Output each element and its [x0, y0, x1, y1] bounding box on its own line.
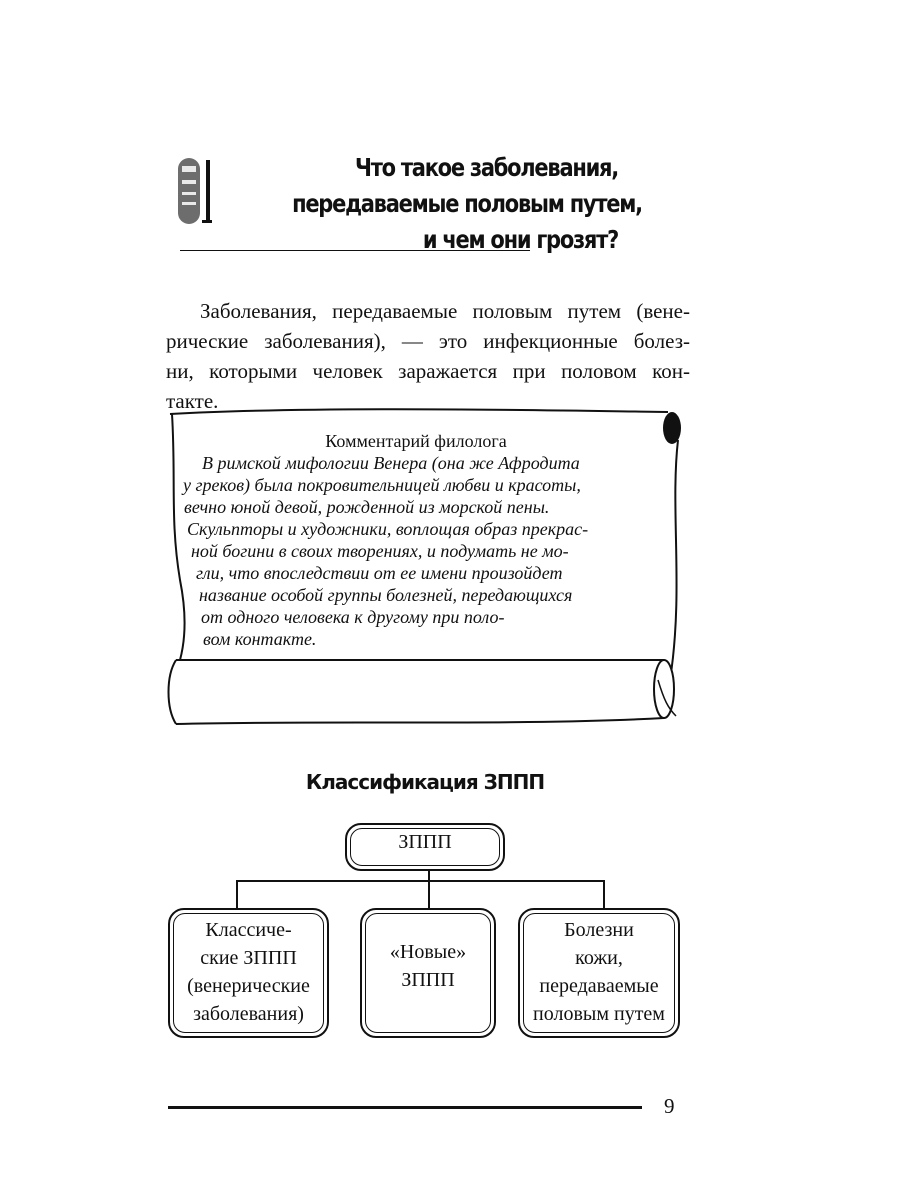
comment-line: название особой группы болезней, передаю…: [199, 585, 573, 605]
chapter-title-line: и чем они грозят?: [422, 225, 619, 254]
root-node-box: ЗППП: [345, 823, 505, 871]
connector-middle: [428, 870, 430, 910]
child-node-box: Классиче- ские ЗППП (венерические заболе…: [168, 908, 329, 1038]
child-node-label-line: (венерические: [187, 975, 310, 997]
intro-line: Заболевания, передаваемые половым путем …: [200, 299, 690, 323]
intro-line: такте.: [166, 389, 219, 413]
child-node-label-line: половым путем: [533, 1003, 665, 1025]
intro-line: ни, которыми человек заражается при поло…: [166, 359, 690, 383]
intro-line: рические заболевания), — это инфекционны…: [166, 329, 690, 353]
child-node-label-line: Классиче-: [205, 919, 292, 941]
child-node-box: «Новые» ЗППП: [360, 908, 496, 1038]
child-node-label-line: «Новые»: [389, 941, 467, 963]
chapter-title-line: передаваемые половым путем,: [292, 189, 643, 218]
diagram-title: Классификация ЗППП: [305, 770, 545, 794]
comment-line: Скульпторы и художники, воплощая образ п…: [187, 519, 589, 539]
child-node-label-line: ские ЗППП: [200, 947, 297, 969]
comment-line: В римской мифологии Венера (она же Афрод…: [202, 453, 580, 473]
chapter-title: Что такое заболевания, передаваемые поло…: [292, 150, 643, 258]
comment-line: у греков) была покровительницей любви и …: [183, 475, 581, 495]
comment-title: Комментарий филолога: [325, 431, 507, 451]
comment-line: ной богини в своих творениях, и подумать…: [191, 541, 569, 561]
child-node-label-line: ЗППП: [401, 969, 455, 991]
page-number: 9: [664, 1094, 675, 1118]
connector-horizontal: [236, 880, 604, 882]
chapter-title-line: Что такое заболевания,: [355, 153, 619, 182]
child-node-label-line: передаваемые: [539, 975, 659, 997]
comment-line: от одного человека к другому при поло-: [201, 607, 505, 627]
child-node-label-line: кожи,: [575, 947, 623, 969]
intro-paragraph: Заболевания, передаваемые половым путем …: [166, 296, 690, 416]
child-node-label-line: Болезни: [564, 919, 634, 941]
connector-right: [603, 880, 605, 910]
child-node-label-line: заболевания): [193, 1003, 304, 1025]
chapter-number-ornament: [178, 158, 212, 224]
footer-rule: [168, 1106, 642, 1109]
comment-line: гли, что впоследствии от ее имени произо…: [196, 563, 563, 583]
title-underline: [180, 250, 530, 251]
comment-line: вечно юной девой, рожденной из морской п…: [184, 497, 550, 517]
philologist-comment: Комментарий филолога В римской мифологии…: [180, 430, 650, 650]
root-node-label: ЗППП: [398, 831, 452, 853]
child-node-box: Болезни кожи, передаваемые половым путем: [518, 908, 680, 1038]
connector-left: [236, 880, 238, 910]
comment-line: вом контакте.: [203, 629, 317, 649]
